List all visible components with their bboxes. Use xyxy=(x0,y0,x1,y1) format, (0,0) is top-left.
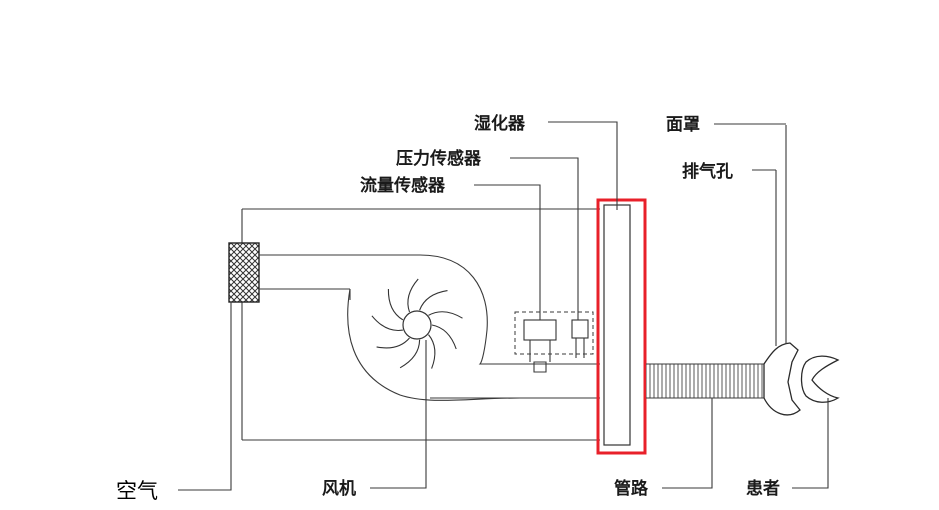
fan-impeller-icon xyxy=(371,278,463,369)
internal-airflow-path xyxy=(430,363,600,399)
impeller-blade xyxy=(419,290,448,311)
label-exhaust-port: 排气孔 xyxy=(682,161,733,182)
impeller-blade xyxy=(376,337,410,349)
impeller-blade xyxy=(387,288,404,321)
tubing xyxy=(646,363,764,399)
impeller-blade xyxy=(431,324,457,350)
impeller-blade xyxy=(371,315,403,332)
label-air: 空气 xyxy=(116,479,158,503)
label-mask: 面罩 xyxy=(666,115,700,135)
impeller-blade xyxy=(407,278,419,313)
impeller-blade xyxy=(428,311,463,319)
label-fan: 风机 xyxy=(322,478,356,499)
impeller-blade xyxy=(428,334,436,369)
air-filter xyxy=(228,242,260,303)
label-flow-sensor: 流量传感器 xyxy=(360,175,446,196)
humidifier-highlight xyxy=(596,198,647,455)
label-patient: 患者 xyxy=(746,478,780,499)
mask xyxy=(763,125,840,416)
impeller-blade xyxy=(399,339,421,369)
label-humidifier: 湿化器 xyxy=(474,113,526,134)
label-tubing: 管路 xyxy=(614,478,649,499)
humidifier xyxy=(603,204,631,446)
inlet-duct xyxy=(259,254,420,290)
sensor-module xyxy=(514,311,594,373)
leader-lines xyxy=(178,121,829,491)
fan-volute xyxy=(347,254,521,401)
label-pressure-sensor: 压力传感器 xyxy=(396,148,482,169)
